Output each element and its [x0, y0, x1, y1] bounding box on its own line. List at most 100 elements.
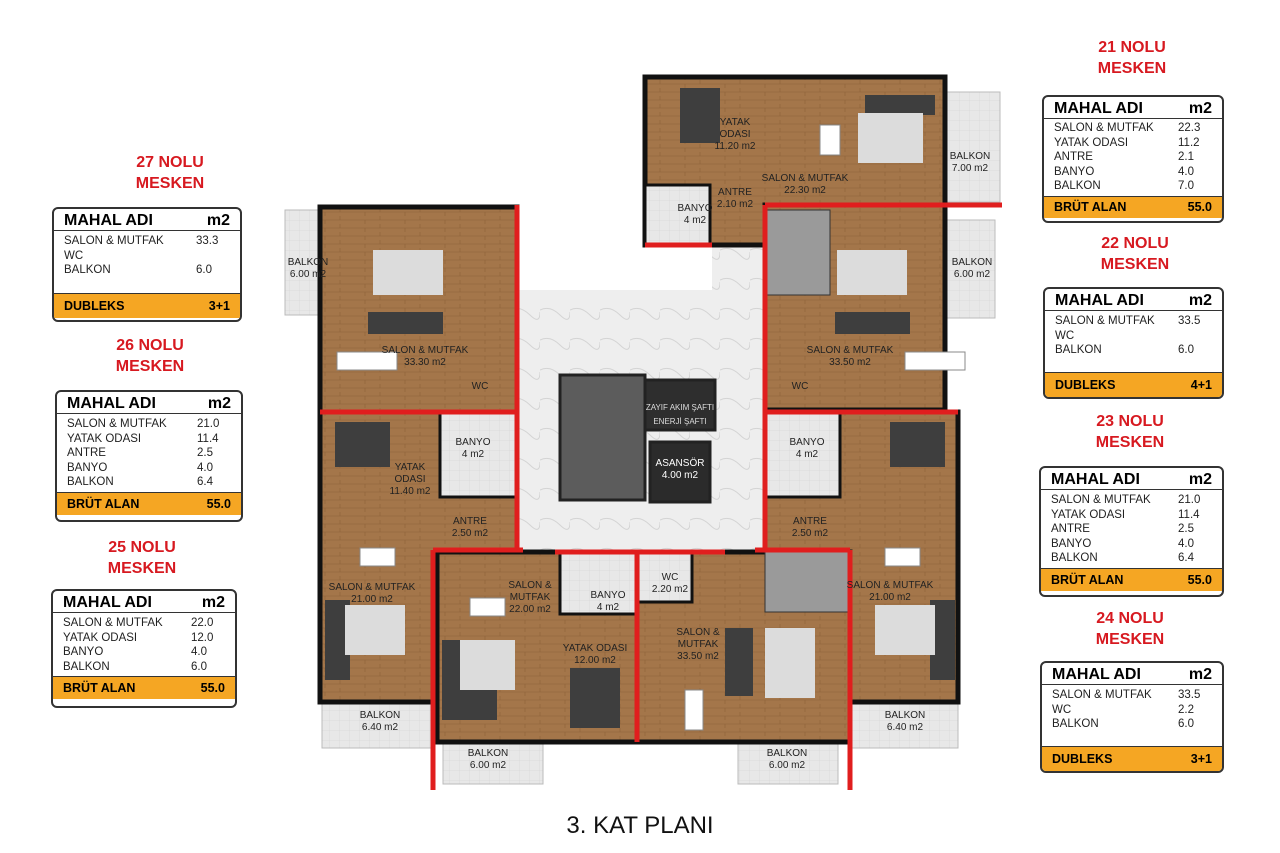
- room-name: SALON & MUTFAK: [63, 617, 163, 629]
- room-name: BALKON: [1052, 718, 1099, 730]
- footer-label: BRÜT ALAN: [67, 496, 140, 511]
- room-area: 33.5: [1178, 315, 1201, 327]
- header-unit: m2: [1188, 292, 1212, 309]
- room-name: BALKON: [1054, 180, 1101, 192]
- core-corridor-top: [712, 245, 767, 305]
- footer-value: 55.0: [200, 681, 225, 695]
- balkon-22: [944, 219, 996, 319]
- header-name: MAHAL ADI: [67, 395, 156, 412]
- room-name: YATAK ODASI: [1051, 508, 1126, 521]
- table-row: BALKON 6.4: [1051, 551, 1212, 566]
- room-name: SALON & MUTFAK: [67, 418, 167, 430]
- dining-table: [819, 124, 841, 156]
- rug: [858, 113, 923, 163]
- unit-22-stair: [764, 209, 831, 296]
- footer-value: 4+1: [1190, 378, 1212, 392]
- room-name: BANYO: [1054, 165, 1095, 178]
- room-area: 11.4: [197, 432, 219, 445]
- shaft: [643, 378, 717, 432]
- unit-title-line2: MESKEN: [115, 358, 185, 375]
- unit-title-line2: MESKEN: [1095, 434, 1165, 451]
- room-area: 22.0: [191, 617, 214, 629]
- header-unit: m2: [1188, 100, 1212, 117]
- footer-label: DUBLEKS: [64, 299, 125, 313]
- room-area: 22.00 m2: [509, 604, 551, 615]
- room-name: BALKON: [63, 660, 110, 673]
- room-name: MUTFAK: [677, 639, 719, 650]
- table-row: WC: [1055, 329, 1212, 344]
- unit-title-line2: MESKEN: [135, 175, 205, 192]
- rug: [345, 605, 405, 655]
- header-unit: m2: [1188, 666, 1212, 683]
- room-area: 6.0: [1178, 344, 1194, 356]
- balkon-21: [944, 91, 1001, 203]
- room-name: BALKON: [467, 748, 509, 759]
- room-name: ANTRE: [793, 516, 827, 527]
- room-area: 6.0: [191, 660, 207, 673]
- table-row: BALKON 6.0: [63, 660, 225, 675]
- unit-24-stair: [764, 551, 851, 613]
- unit-title-line1: 21 NOLU: [1098, 39, 1166, 56]
- unit-24-wc: [635, 550, 694, 604]
- room-name: WC: [1052, 703, 1072, 716]
- room-name: WC: [661, 572, 679, 583]
- balkon-24: [737, 739, 839, 785]
- room-area: 4.0: [191, 646, 207, 658]
- room-name: SALON & MUTFAK: [381, 345, 469, 356]
- room-area: 33.50 m2: [677, 651, 719, 662]
- room-area: 11.20 m2: [714, 141, 756, 152]
- sofa: [865, 95, 935, 115]
- dining-table: [684, 689, 704, 731]
- room-name: ANTRE: [718, 187, 752, 198]
- header-name: MAHAL ADI: [1055, 292, 1144, 309]
- balkon-26: [321, 699, 433, 749]
- room-area: 6.4: [1178, 552, 1194, 564]
- room-name: ANTRE: [67, 447, 106, 459]
- rug: [765, 628, 815, 698]
- room-area: 12.0: [191, 631, 214, 644]
- unit-27-title: 27 NOLU MESKEN: [70, 152, 270, 194]
- room-area: 4 m2: [461, 449, 485, 460]
- room-area: 7.00 m2: [951, 163, 989, 174]
- dining-table: [884, 547, 921, 567]
- unit-title-line1: 26 NOLU: [116, 337, 184, 354]
- shaft-label: ZAYIF AKIM ŞAFTI: [645, 402, 715, 414]
- unit-title-line2: MESKEN: [1097, 60, 1167, 77]
- room-name: BALKON: [1055, 344, 1102, 356]
- room-name: BALKON: [1051, 552, 1098, 564]
- unit-26-title: 26 NOLU MESKEN: [50, 335, 250, 377]
- room-name: WC: [1055, 329, 1075, 342]
- sofa: [725, 628, 753, 696]
- sofa: [835, 312, 910, 334]
- room-name: BALKON: [884, 710, 926, 721]
- room-area: 7.0: [1178, 180, 1194, 192]
- room-area: 6.00 m2: [953, 269, 991, 280]
- room-area: 6.40 m2: [361, 722, 399, 733]
- room-area: 4.00 m2: [661, 470, 699, 481]
- footer-value: 3+1: [1190, 752, 1212, 766]
